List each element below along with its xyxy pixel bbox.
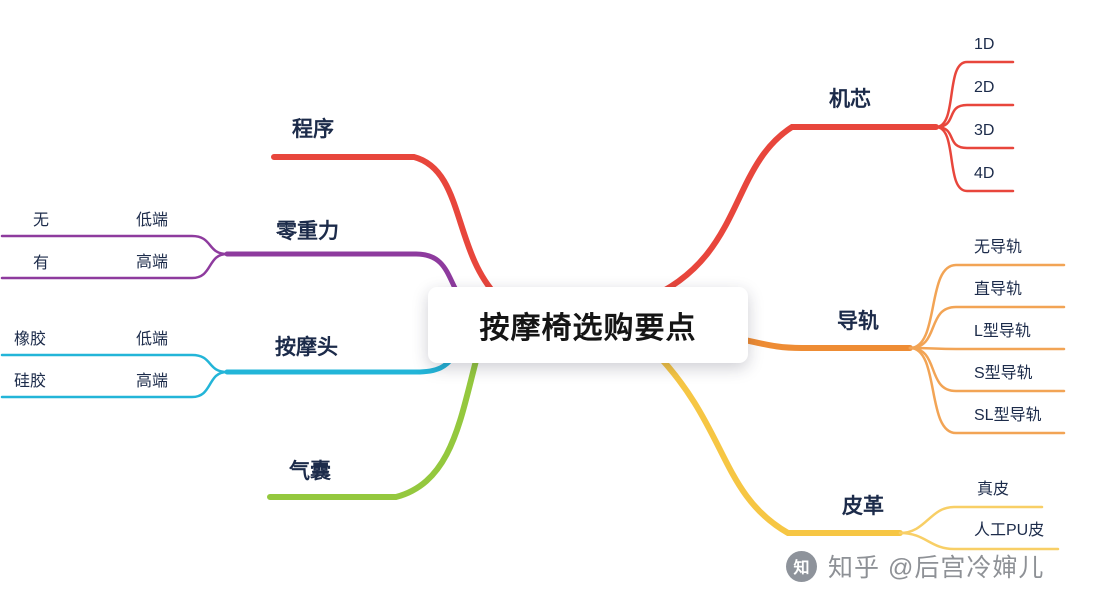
node-daogui-s: S型导轨 bbox=[974, 365, 1033, 382]
central-topic-node: 按摩椅选购要点 bbox=[428, 287, 748, 363]
node-jixin-3d: 3D bbox=[974, 122, 995, 139]
node-anmotou-xiangjiao: 橡胶 bbox=[14, 331, 47, 348]
branch-line-daogui-wudaogui bbox=[908, 263, 1066, 350]
node-zhongli-gaoduan: 高端 bbox=[136, 254, 169, 271]
node-zhongli-you: 有 bbox=[33, 255, 50, 272]
node-pige-zhenpi: 真皮 bbox=[977, 481, 1010, 498]
node-zhongli: 零重力 bbox=[276, 220, 339, 243]
node-chengxu: 程序 bbox=[292, 118, 334, 141]
node-jixin-1d: 1D bbox=[974, 36, 995, 53]
node-daogui-sl: SL型导轨 bbox=[974, 407, 1042, 424]
branch-line-jixin-2d bbox=[934, 103, 1015, 129]
zhihu-logo-icon: 知 bbox=[786, 550, 817, 582]
node-anmotou-didaun: 低端 bbox=[136, 331, 169, 348]
node-zhongli-wu: 无 bbox=[33, 212, 50, 229]
branch-line-chengxu bbox=[271, 154, 500, 299]
branch-line-daogui-l bbox=[908, 346, 1066, 351]
node-daogui-l: L型导轨 bbox=[974, 323, 1031, 340]
branch-line-anmotou-gaoduan-guijiao bbox=[0, 370, 229, 399]
node-daogui-wudaogui: 无导轨 bbox=[974, 239, 1023, 256]
branch-line-pige bbox=[652, 349, 903, 536]
branch-line-pige-zhenpi bbox=[898, 505, 1044, 535]
node-pige: 皮革 bbox=[842, 495, 884, 518]
branch-line-zhongli-gaoduan-you bbox=[0, 252, 229, 280]
central-topic-label: 按摩椅选购要点 bbox=[479, 312, 697, 345]
branch-line-jixin-1d bbox=[934, 60, 1015, 129]
node-anmotou-guijiao: 硅胶 bbox=[14, 373, 47, 390]
node-jixin-2d: 2D bbox=[974, 79, 995, 96]
branch-line-daogui-zhidaogui bbox=[908, 305, 1066, 350]
branch-line-jixin bbox=[642, 124, 939, 303]
node-zhongli-didaun: 低端 bbox=[136, 212, 169, 229]
watermark-text: 知乎 @后宫冷婶儿 bbox=[828, 554, 1045, 582]
branch-line-qinang bbox=[267, 354, 480, 500]
watermark: 知 知乎 @后宫冷婶儿 bbox=[786, 548, 1044, 584]
node-anmotou: 按摩头 bbox=[275, 336, 338, 359]
branch-line-pige-pu bbox=[898, 531, 1060, 551]
node-daogui-zhidaogui: 直导轨 bbox=[974, 281, 1023, 298]
branch-line-anmotou-didaun-xiangjiao bbox=[0, 353, 229, 374]
node-jixin: 机芯 bbox=[829, 88, 871, 111]
branch-line-jixin-4d bbox=[934, 125, 1015, 193]
node-jixin-4d: 4D bbox=[974, 165, 995, 182]
node-daogui: 导轨 bbox=[837, 310, 879, 333]
branch-line-zhongli-didaun-wu bbox=[0, 234, 229, 256]
branch-line-daogui-sl bbox=[908, 346, 1066, 435]
node-pige-pu: 人工PU皮 bbox=[974, 522, 1045, 539]
node-anmotou-gaoduan: 高端 bbox=[136, 373, 169, 390]
node-qinang: 气囊 bbox=[289, 460, 331, 483]
